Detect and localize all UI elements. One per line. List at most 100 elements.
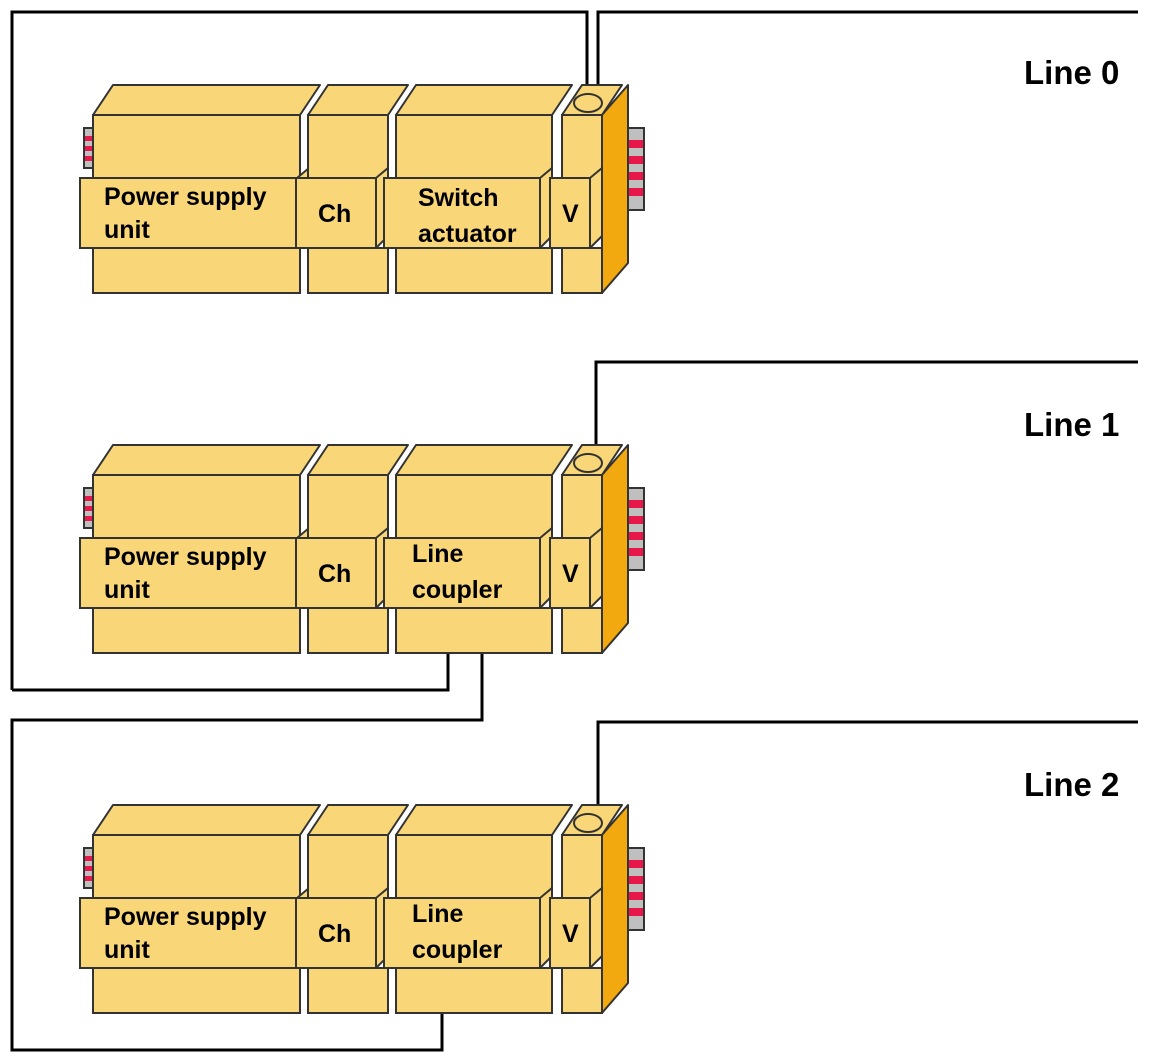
connector-upper-body (561, 834, 603, 899)
power-supply-lower-body (92, 247, 301, 294)
line-2-choke-label: Ch (318, 920, 351, 948)
end-side-face (601, 84, 629, 294)
device-label-plate (383, 897, 541, 969)
device-top-face (395, 444, 573, 476)
choke-upper-body (307, 474, 389, 539)
bus-terminal (573, 453, 603, 473)
power-supply-lower-body (92, 607, 301, 654)
choke-label-plate (295, 177, 377, 249)
connector-upper-body (561, 474, 603, 539)
choke-top-face (307, 84, 409, 116)
line-1-choke-label: Ch (318, 560, 351, 588)
line-0-power-supply-text-1: Power supply (104, 183, 267, 211)
line-0-device-text-1: Switch (418, 184, 499, 212)
right-bus-stub-contact (627, 548, 643, 556)
coupler-1-to-main-wire (12, 652, 450, 692)
end-side-face (601, 804, 629, 1014)
connector-label-plate (549, 177, 591, 249)
line-1-power-supply-text-2: unit (104, 576, 150, 604)
power-supply-upper-body (92, 834, 301, 899)
left-bus-stub-contact (85, 516, 93, 521)
left-bus-stub-contact (85, 136, 93, 141)
power-supply-top-face (92, 804, 321, 836)
right-bus-stub-contact (627, 876, 643, 884)
line-2-power-supply-text-2: unit (104, 936, 150, 964)
line-1-title: Line 1 (1024, 406, 1119, 443)
line-0-title: Line 0 (1024, 54, 1119, 91)
left-bus-stub-contact (85, 866, 93, 871)
right-bus-stub-contact (627, 172, 643, 180)
line-0-rail: Power supply unit Ch Switch actuator V (79, 84, 645, 294)
line-0-device-text-2: actuator (418, 220, 517, 248)
device-label-plate (383, 177, 541, 249)
line-0-power-supply-label: Power supply unit (104, 183, 267, 244)
choke-lower-body (307, 607, 389, 654)
choke-upper-body (307, 114, 389, 179)
connector-label-plate (549, 537, 591, 609)
line-2-device-text-1: Line (412, 900, 463, 928)
device-upper-body (395, 474, 553, 539)
coupler-1-to-line-2-wire (10, 652, 484, 1052)
device-label-plate (383, 537, 541, 609)
right-bus-stub-contact (627, 500, 643, 508)
line-1-connector-label: V (562, 560, 579, 588)
line-1-power-supply-text-1: Power supply (104, 543, 267, 571)
choke-top-face (307, 444, 409, 476)
choke-lower-body (307, 247, 389, 294)
power-supply-upper-body (92, 114, 301, 179)
power-supply-label-plate (79, 537, 298, 609)
line-0-power-supply-text-2: unit (104, 216, 150, 244)
right-bus-stub-contact (627, 908, 643, 916)
power-supply-top-face (92, 84, 321, 116)
left-bus-stub-contact (85, 856, 93, 861)
right-bus-stub-contact (627, 860, 643, 868)
line-0-choke-label: Ch (318, 200, 351, 228)
line-2-connector-label: V (562, 920, 579, 948)
choke-lower-body (307, 967, 389, 1014)
bus-terminal (573, 93, 603, 113)
end-side-face (601, 444, 629, 654)
right-bus-stub-contact (627, 156, 643, 164)
line-0-bus-wire-right (596, 10, 1138, 105)
line-1-device-text-2: coupler (412, 576, 503, 604)
left-bus-stub-contact (85, 496, 93, 501)
device-top-face (395, 84, 573, 116)
right-bus-stub-contact (627, 532, 643, 540)
choke-label-plate (295, 537, 377, 609)
right-bus-stub-contact (627, 188, 643, 196)
line-0-rail-modules (79, 84, 645, 294)
device-top-face (395, 804, 573, 836)
bus-terminal (573, 813, 603, 833)
power-supply-upper-body (92, 474, 301, 539)
line-1-rail-modules (79, 444, 645, 654)
line-1-rail: Power supply unit Ch Line coupler V (79, 444, 645, 654)
left-bus-stub-contact (85, 156, 93, 161)
line-1-device-text-1: Line (412, 540, 463, 568)
power-supply-lower-body (92, 967, 301, 1014)
line-0-bus-wire-left (10, 10, 589, 690)
line-2-power-supply-text-1: Power supply (104, 903, 267, 931)
connector-lower-body (561, 967, 603, 1014)
line-2-device-text-2: coupler (412, 936, 503, 964)
connector-lower-body (561, 607, 603, 654)
line-1-bus-wire (594, 360, 1138, 468)
choke-upper-body (307, 834, 389, 899)
line-2-title: Line 2 (1024, 766, 1119, 803)
line-2-rail-modules (79, 804, 645, 1014)
device-lower-body (395, 967, 553, 1014)
line-2-rail: Power supply unit Ch Line coupler V (79, 804, 645, 1014)
bus-wires (10, 10, 1138, 1052)
right-bus-stub-contact (627, 140, 643, 148)
device-upper-body (395, 114, 553, 179)
device-lower-body (395, 247, 553, 294)
connector-upper-body (561, 114, 603, 179)
line-2-bus-wire (596, 720, 1138, 828)
right-bus-stub-contact (627, 892, 643, 900)
device-lower-body (395, 607, 553, 654)
choke-label-plate (295, 897, 377, 969)
right-bus-stub-contact (627, 516, 643, 524)
left-bus-stub-contact (85, 146, 93, 151)
power-supply-top-face (92, 444, 321, 476)
